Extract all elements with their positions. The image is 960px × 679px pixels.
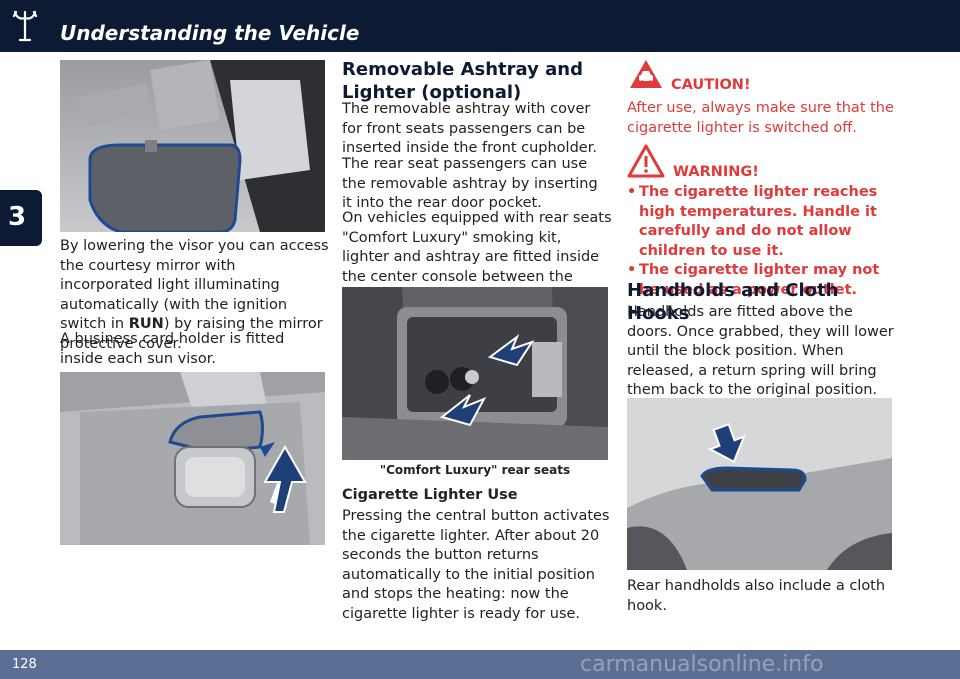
- warning-triangle-icon: [627, 144, 665, 178]
- caution-text: After use, always make sure that the cig…: [627, 100, 894, 136]
- run-label: RUN: [128, 316, 164, 332]
- handhold-image: [627, 398, 892, 570]
- warning-title: WARNING!: [673, 164, 759, 180]
- visor-description: By lowering the visor you can access the…: [60, 237, 330, 354]
- card-holder-text: A business card holder is fitted inside …: [60, 331, 285, 367]
- lighter-use-text: Pressing the central button activates th…: [342, 508, 610, 622]
- comfort-luxury-console-image: [342, 287, 608, 460]
- handholds-heading: Handholds and Cloth Hooks: [627, 280, 839, 324]
- page-header-title: Understanding the Vehicle: [60, 21, 360, 45]
- ashtray-heading: Removable Ashtray and Lighter (optional): [342, 59, 583, 103]
- page-footer: [0, 650, 960, 679]
- ashtray-text-2: The rear seat passengers can use the rem…: [342, 156, 598, 211]
- chapter-number: 3: [7, 202, 27, 232]
- caution-title: CAUTION!: [671, 77, 751, 93]
- car-caution-icon: [630, 60, 662, 88]
- visor-text-a: By lowering the visor you can access the…: [60, 238, 329, 332]
- trident-logo-icon: [12, 10, 38, 42]
- handholds-text: Handholds are fitted above the doors. On…: [627, 304, 894, 398]
- courtesy-mirror-image: [60, 372, 325, 545]
- sun-visor-image: [60, 60, 325, 232]
- cloth-hook-text: Rear handholds also include a cloth hook…: [627, 578, 886, 614]
- ashtray-text-3: On vehicles equipped with rear seats "Co…: [342, 210, 612, 304]
- page-number: 128: [12, 657, 37, 672]
- warning-list: The cigarette lighter reaches high tempe…: [627, 183, 897, 300]
- warning-item: The cigarette lighter reaches high tempe…: [627, 183, 897, 261]
- page-header: Understanding the Vehicle: [0, 0, 960, 52]
- warning-item: The cigarette lighter may not be used as…: [627, 261, 897, 300]
- chapter-tab: 3: [0, 190, 42, 246]
- ashtray-text-1: The removable ashtray with cover for fro…: [342, 101, 597, 156]
- visor-text-b: ) by raising the mirror protective cover…: [60, 316, 323, 352]
- console-image-caption: "Comfort Luxury" rear seats: [379, 463, 571, 477]
- lighter-use-heading: Cigarette Lighter Use: [342, 487, 518, 503]
- watermark-text: carmanualsonline.info: [580, 652, 824, 677]
